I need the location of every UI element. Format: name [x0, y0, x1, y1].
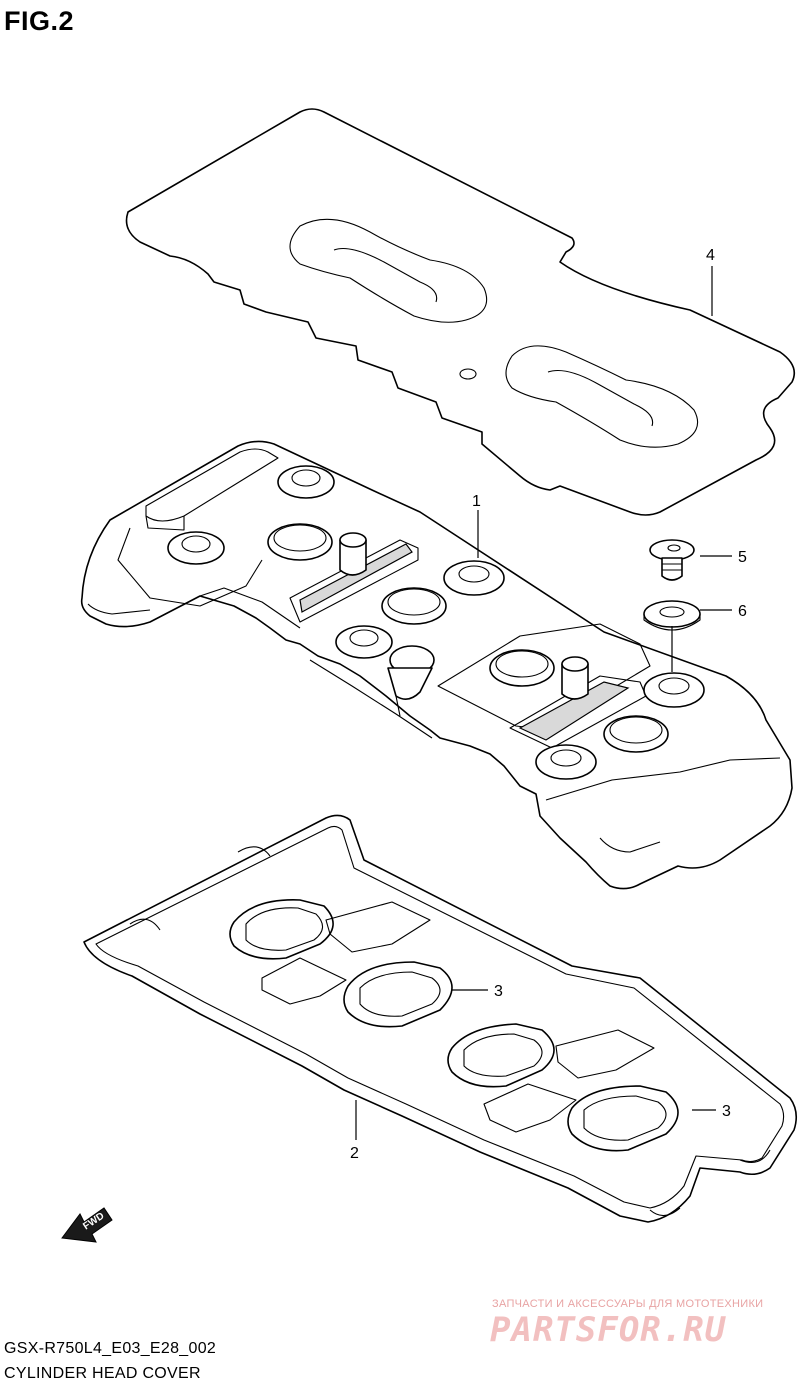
part-3-plug-seal-1[interactable]: [229, 899, 334, 960]
part-1-cylinder-head-cover[interactable]: [80, 440, 793, 890]
bolt-boss-4: [335, 625, 393, 659]
watermark-tagline: ЗАПЧАСТИ И АКСЕССУАРЫ ДЛЯ МОТОТЕХНИКИ: [492, 1298, 764, 1310]
plug-hole-4: [603, 715, 669, 753]
part-2-cover-gasket[interactable]: [83, 814, 798, 1223]
part-6-grommet[interactable]: [643, 600, 701, 631]
callout-6: 6: [738, 603, 747, 620]
bolt-boss-1: [277, 465, 335, 499]
figure-caption: CYLINDER HEAD COVER: [4, 1365, 201, 1382]
breather-pipe-right: [561, 656, 589, 700]
plug-hole-3: [489, 649, 555, 687]
callout-2: 2: [350, 1145, 359, 1162]
part-4-cover-seal-sheet[interactable]: [125, 108, 796, 516]
callout-3b: 3: [722, 1103, 731, 1120]
part-3-plug-seal-3[interactable]: [447, 1023, 555, 1088]
pair-nozzle: [387, 645, 435, 717]
plug-hole-1: [267, 523, 333, 561]
callout-4: 4: [706, 247, 715, 264]
part-3-plug-seal-2[interactable]: [343, 961, 453, 1028]
callout-3a: 3: [494, 983, 503, 1000]
bolt-boss-3: [443, 560, 505, 596]
bolt-boss-6: [535, 744, 597, 780]
bolt-boss-2: [167, 531, 225, 565]
breather-pipe-left: [339, 532, 367, 576]
watermark-logo: PARTSFOR.RU: [490, 1310, 727, 1350]
figure-title: FIG.2: [4, 6, 75, 36]
leader-lines: [355, 266, 732, 1140]
fwd-arrow-icon: FWD: [61, 1207, 113, 1243]
callout-5: 5: [738, 549, 747, 566]
model-code: GSX-R750L4_E03_E28_002: [4, 1340, 217, 1357]
part-3-plug-seal-4[interactable]: [567, 1085, 679, 1152]
plug-hole-2: [381, 587, 447, 625]
callout-1: 1: [472, 493, 481, 510]
part-5-bolt[interactable]: [649, 539, 695, 581]
bolt-boss-5: [643, 672, 705, 708]
